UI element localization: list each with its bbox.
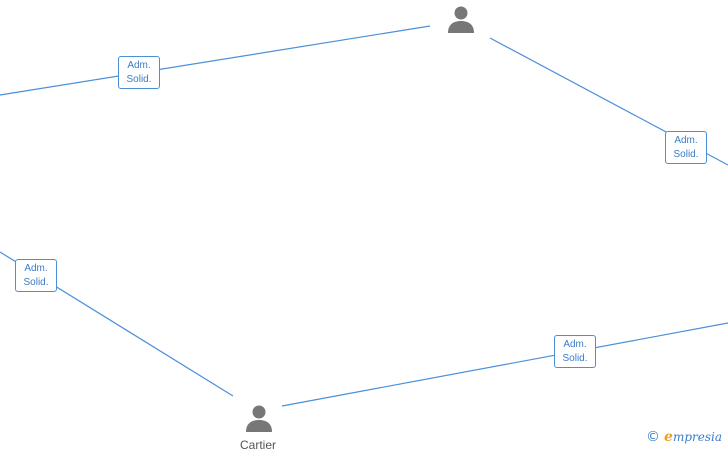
person-icon [448, 6, 474, 33]
person-icon [246, 405, 272, 432]
edge-line-top-left [0, 25, 431, 96]
edge-label-line1: Adm. [24, 263, 48, 274]
edge-label-line1: Adm. [563, 339, 587, 350]
edge-label-line1: Adm. [127, 60, 151, 71]
edge-label-top-left[interactable]: Adm. Solid. [118, 56, 160, 89]
edge-lines [0, 25, 728, 407]
edge-label-line2: Solid. [562, 353, 588, 364]
edge-label-top-right[interactable]: Adm. Solid. [665, 131, 707, 164]
empresia-watermark: © empresia [646, 429, 722, 445]
edge-label-line2: Solid. [23, 277, 49, 288]
brand-name: mpresia [672, 430, 722, 444]
edge-label-line2: Solid. [673, 149, 699, 160]
edge-label-line1: Adm. [674, 135, 698, 146]
person-node-top[interactable] [445, 3, 477, 35]
edge-label-mid-left[interactable]: Adm. Solid. [15, 259, 57, 292]
edge-line-bottom-right [281, 322, 728, 407]
edge-label-bottom-right[interactable]: Adm. Solid. [554, 335, 596, 368]
brand-logo: empresia [664, 429, 722, 445]
person-node-cartier[interactable] [243, 402, 275, 434]
person-node-cartier-label: Cartier [239, 438, 276, 452]
brand-initial: e [664, 429, 673, 445]
copyright-icon: © [646, 429, 661, 445]
edge-label-line2: Solid. [126, 74, 152, 85]
